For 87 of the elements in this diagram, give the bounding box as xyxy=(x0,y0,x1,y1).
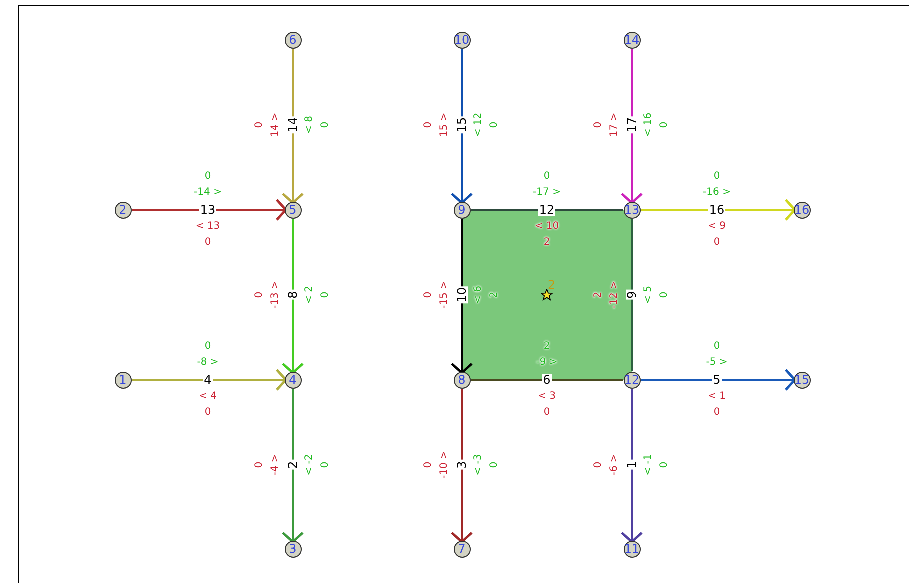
edge-label: 10 xyxy=(456,286,468,304)
edge-label: 15 xyxy=(456,116,468,134)
half-edge-label: 0 xyxy=(660,122,670,128)
half-edge-label: 0 xyxy=(544,172,550,182)
half-edge-label: 17 > xyxy=(610,112,620,138)
half-edge-label: < -3 xyxy=(474,454,484,476)
half-edge-label: -13 > xyxy=(271,281,281,309)
half-edge-label: 0 xyxy=(255,461,265,468)
half-edge-label: < 10 xyxy=(534,222,560,232)
half-edge-label: 2 xyxy=(544,238,550,248)
edge-line xyxy=(620,389,644,544)
half-edge-label: 0 xyxy=(204,238,212,248)
edge-label: 8 xyxy=(287,290,299,300)
edge-label: 9 xyxy=(626,290,638,300)
edge-label: 1 xyxy=(626,460,638,470)
half-edge-label: < 9 xyxy=(708,222,726,232)
half-edge-label: 0 xyxy=(321,122,331,128)
half-edge-label: 0 xyxy=(424,461,434,468)
half-edge-label: 2 xyxy=(594,292,604,298)
edge-line xyxy=(620,49,644,204)
half-edge-label: < 2 xyxy=(305,286,315,304)
half-edge-label: 0 xyxy=(490,461,500,468)
half-edge-label: 0 xyxy=(255,292,265,298)
edge-label: 13 xyxy=(199,204,217,216)
half-edge-label: 0 xyxy=(204,172,212,182)
half-edge-label: < -2 xyxy=(305,454,315,476)
edge-line xyxy=(471,379,623,381)
half-edge-label: 0 xyxy=(714,172,720,182)
half-edge-label: 0 xyxy=(594,122,604,128)
half-edge-label: < -1 xyxy=(644,454,654,476)
half-edge-label: < 12 xyxy=(474,112,484,138)
half-edge-label: 15 > xyxy=(440,112,450,138)
face-label: 2 xyxy=(548,279,556,291)
half-edge-label: 0 xyxy=(490,122,500,128)
edge-label: 14 xyxy=(287,116,299,134)
half-edge-label: 0 xyxy=(660,292,670,298)
half-edge-label: 0 xyxy=(321,461,331,468)
half-edge-label: < 5 xyxy=(644,286,654,304)
edge-line xyxy=(282,219,304,374)
half-edge-label: -6 > xyxy=(610,454,620,476)
edge-line xyxy=(471,209,623,211)
half-edge-label: 0 xyxy=(321,292,331,298)
edge-line xyxy=(631,219,633,371)
half-edge-label: -10 > xyxy=(440,450,450,478)
half-edge-label: -5 > xyxy=(706,358,728,368)
half-edge-label: 0 xyxy=(424,122,434,128)
edge-label: 4 xyxy=(203,374,213,386)
half-edge-label: < 6 xyxy=(474,286,484,304)
edge-label: 6 xyxy=(542,374,552,386)
half-edge-label: -9 > xyxy=(536,358,558,368)
half-edge-label: 0 xyxy=(424,292,434,298)
half-edge-label: < 3 xyxy=(538,392,556,402)
edge-line xyxy=(450,49,474,204)
edge-label: 3 xyxy=(456,460,468,470)
edge-line xyxy=(450,389,474,544)
edge-line xyxy=(282,49,304,204)
half-edge-label: 0 xyxy=(714,408,720,418)
half-edge-label: -17 > xyxy=(533,188,561,198)
edge-line xyxy=(282,389,304,544)
half-edge-label: 0 xyxy=(204,342,212,352)
edge-line xyxy=(450,219,474,374)
half-edge-label: -15 > xyxy=(440,281,450,309)
edge-label: 17 xyxy=(626,116,638,134)
half-edge-label: 2 xyxy=(544,342,550,352)
half-edge-label: 0 xyxy=(255,122,265,128)
half-edge-label: < 8 xyxy=(305,116,315,134)
half-edge-label: < 4 xyxy=(199,392,217,402)
half-edge-label: < 16 xyxy=(644,112,654,138)
half-edge-label: -8 > xyxy=(197,358,219,368)
edge-label: 16 xyxy=(708,204,726,216)
half-edge-label: < 1 xyxy=(708,392,726,402)
edge-label: 12 xyxy=(538,204,556,216)
half-edge-label: -12 > xyxy=(610,281,620,309)
half-edge-label: -4 > xyxy=(271,454,281,476)
half-edge-label: 0 xyxy=(594,461,604,468)
half-edge-label: -14 > xyxy=(194,188,222,198)
half-edge-label: 2 xyxy=(490,292,500,298)
edge-label: 5 xyxy=(712,374,722,386)
half-edge-label: 0 xyxy=(714,238,720,248)
half-edge-label: 0 xyxy=(714,342,720,352)
half-edge-label: 0 xyxy=(204,408,212,418)
half-edge-label: 0 xyxy=(544,408,550,418)
half-edge-label: 0 xyxy=(660,461,670,468)
half-edge-label: 14 > xyxy=(271,112,281,138)
edge-label: 2 xyxy=(287,460,299,470)
half-edge-label: -16 > xyxy=(703,188,731,198)
half-edge-label: < 13 xyxy=(196,222,220,232)
